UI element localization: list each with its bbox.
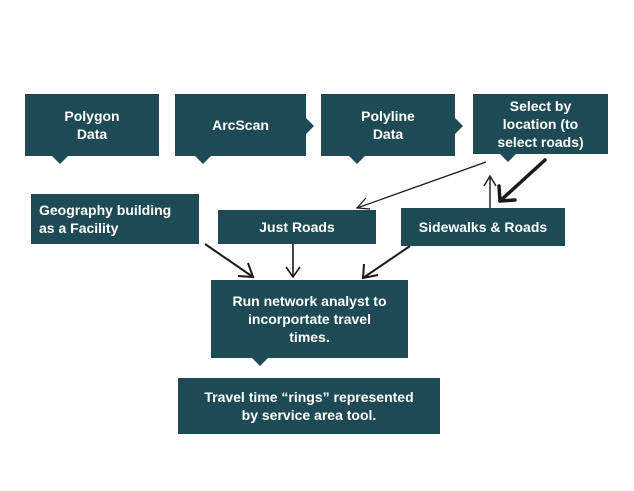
arcscan-box: ArcScan <box>175 94 306 156</box>
polyline-data-box: Polyline Data <box>321 94 455 156</box>
arrow-geography-to-run <box>204 243 255 279</box>
arcscan-pointer <box>195 156 211 164</box>
arrow-sidewalks-to-run <box>361 245 411 280</box>
arcscan-side-pointer <box>306 118 314 134</box>
geography-building-box: Geography building as a Facility <box>31 194 199 244</box>
run-network-analyst-pointer <box>252 358 268 366</box>
polygon-data-box: Polygon Data <box>25 94 159 156</box>
arrow-select-to-just-roads <box>355 161 487 210</box>
arrow-sidewalks-up <box>483 174 497 208</box>
polyline-data-pointer <box>349 156 365 164</box>
sidewalks-roads-box: Sidewalks & Roads <box>401 208 565 246</box>
select-by-location-pointer <box>500 154 516 162</box>
select-by-location-box: Select by location (to select roads) <box>473 94 608 154</box>
run-network-analyst-box: Run network analyst to incorportate trav… <box>211 280 408 358</box>
travel-time-rings-box: Travel time “rings” represented by servi… <box>178 378 440 434</box>
polygon-data-pointer <box>52 156 68 164</box>
just-roads-box: Just Roads <box>218 210 376 244</box>
arrow-just-roads-to-run <box>285 244 301 279</box>
polyline-side-pointer <box>455 118 463 134</box>
arrow-select-to-sidewalks <box>497 158 547 203</box>
